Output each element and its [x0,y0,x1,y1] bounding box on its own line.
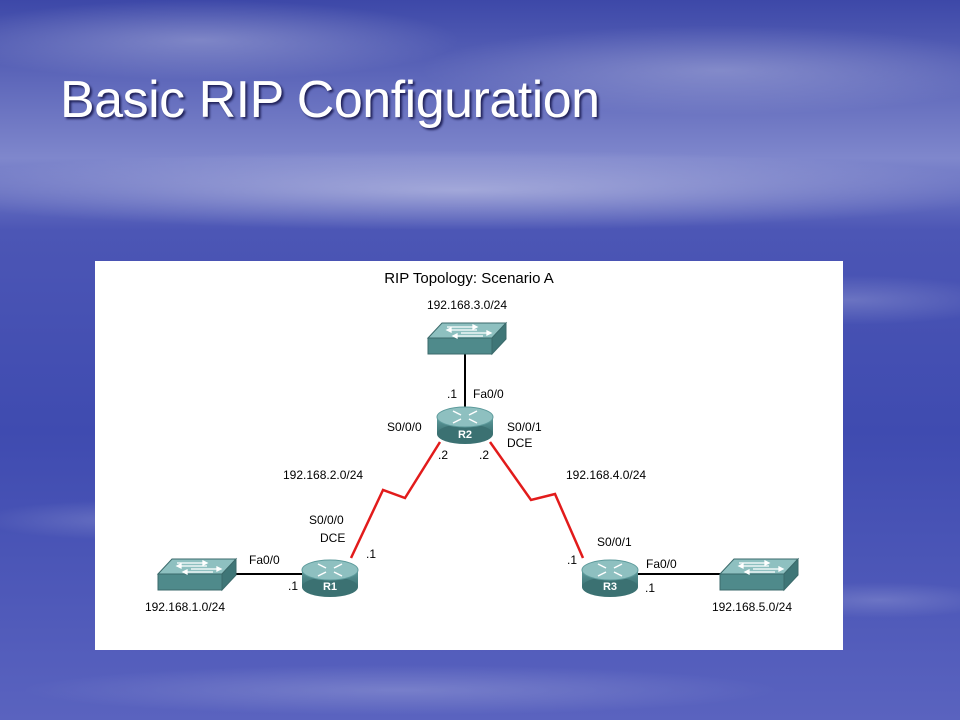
switch-top [426,321,508,356]
r1-serial-host: .1 [366,547,376,561]
net-label-left: 192.168.1.0/24 [145,600,225,614]
r1-serial-label: S0/0/0 [309,513,344,527]
r2-s000-label: S0/0/0 [387,420,422,434]
r2-s001-label: S0/0/1 [507,420,542,434]
router-r1 [301,559,359,597]
router-r3 [581,559,639,597]
r2-fa-interface: Fa0/0 [473,387,504,401]
r3-fa-interface: Fa0/0 [646,557,677,571]
r1-serial-role: DCE [320,531,345,545]
topology-figure: RIP Topology: Scenario A 192.168.3.0/24 [95,261,843,650]
serial-link-r1-r2 [349,441,442,559]
r2-s001-host: .2 [479,448,489,462]
link-net-r1-r2: 192.168.2.0/24 [283,468,363,482]
router-label-r1: R1 [323,581,337,593]
serial-link-r2-r3 [488,441,585,559]
r1-fa-interface: Fa0/0 [249,553,280,567]
router-label-r3: R3 [603,581,617,593]
r2-s001-role: DCE [507,436,532,450]
router-r2 [436,406,494,444]
net-label-top: 192.168.3.0/24 [427,298,507,312]
r3-serial-label: S0/0/1 [597,535,632,549]
net-label-right: 192.168.5.0/24 [712,600,792,614]
r2-fa-host: .1 [447,387,457,401]
slide-title: Basic RIP Configuration [60,71,600,129]
diagram-title: RIP Topology: Scenario A [384,270,554,287]
topology-diagram: RIP Topology: Scenario A 192.168.3.0/24 [145,270,800,614]
switch-right [718,557,800,592]
r3-fa-host: .1 [645,581,655,595]
link-net-r2-r3: 192.168.4.0/24 [566,468,646,482]
r1-fa-host: .1 [288,579,298,593]
router-label-r2: R2 [458,429,472,441]
r2-s000-host: .2 [438,448,448,462]
r3-serial-host: .1 [567,553,577,567]
switch-left [156,557,238,592]
